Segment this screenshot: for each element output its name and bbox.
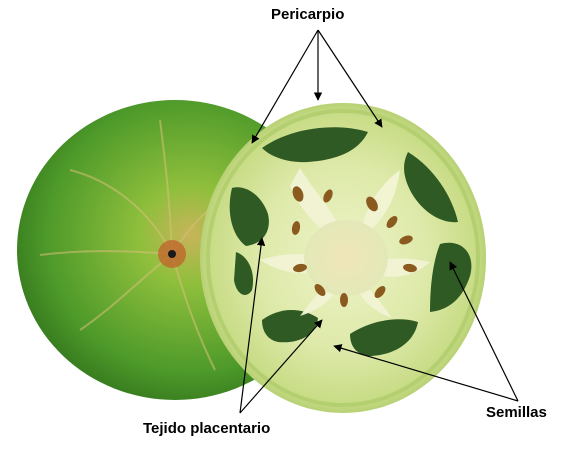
- label-pericarp: Pericarpio: [271, 6, 344, 23]
- label-seeds: Semillas: [486, 404, 547, 421]
- label-placental-tissue: Tejido placentario: [143, 420, 270, 437]
- cut-tomato-icon: [200, 103, 486, 413]
